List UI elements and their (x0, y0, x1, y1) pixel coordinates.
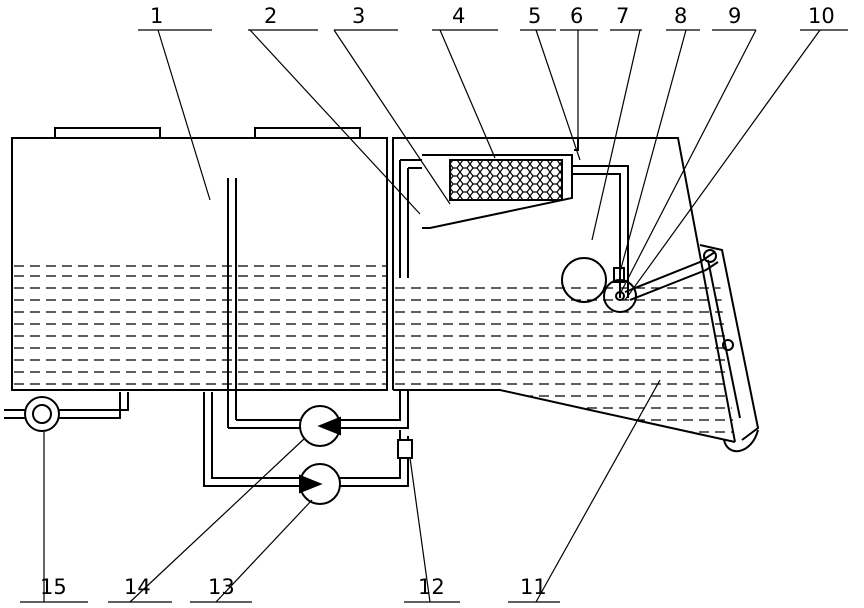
label-4: 4 (452, 4, 465, 28)
filter-mesh (449, 159, 563, 201)
right-vessel-liquid (395, 287, 735, 433)
label-9: 9 (728, 4, 741, 28)
label-14: 14 (124, 575, 151, 599)
label-11: 11 (520, 575, 547, 599)
label-2: 2 (264, 4, 277, 28)
drum-assembly (561, 257, 637, 313)
label-6: 6 (570, 4, 583, 28)
right-vessel (392, 137, 736, 443)
label-15: 15 (40, 575, 67, 599)
filter-unit (399, 138, 629, 298)
label-8: 8 (674, 4, 687, 28)
top-labels: 1 2 3 4 5 6 7 8 9 10 (150, 4, 835, 28)
valve-12 (397, 439, 413, 459)
suction-pipe (227, 178, 237, 428)
leader-lines (20, 29, 848, 603)
filter-drain-pipe (399, 160, 409, 278)
pump-14 (299, 405, 341, 447)
left-tank-liquid (14, 265, 386, 385)
label-10: 10 (808, 4, 835, 28)
pulley (603, 279, 637, 313)
scraper-arm (624, 244, 760, 453)
drum (561, 257, 607, 303)
pump-15 (24, 396, 60, 432)
label-3: 3 (352, 4, 365, 28)
pipework (4, 390, 409, 487)
bottom-labels: 15 14 13 12 11 (40, 575, 547, 599)
pump-13 (299, 463, 341, 505)
label-12: 12 (418, 575, 445, 599)
label-7: 7 (616, 4, 629, 28)
vent-stub (574, 138, 579, 151)
tank-manhole-left (54, 127, 161, 139)
label-1: 1 (150, 4, 163, 28)
filter-outlet-pipe (572, 165, 629, 298)
label-13: 13 (208, 575, 235, 599)
motor-block (613, 267, 625, 283)
label-5: 5 (528, 4, 541, 28)
tank-manhole-right (254, 127, 361, 139)
left-storage-tank (11, 127, 388, 428)
